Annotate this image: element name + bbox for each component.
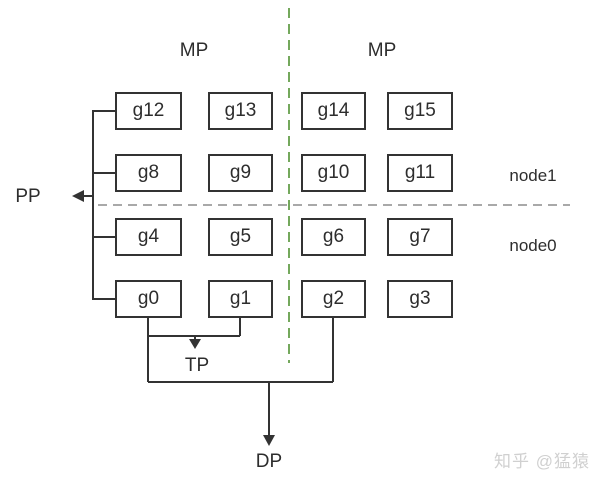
- gpu-box-g3: g3: [387, 280, 453, 318]
- gpu-box-g9: g9: [208, 154, 273, 192]
- gpu-box-g14: g14: [301, 92, 366, 130]
- gpu-box-g4: g4: [115, 218, 182, 256]
- gpu-box-g12: g12: [115, 92, 182, 130]
- gpu-box-g15: g15: [387, 92, 453, 130]
- dp-connector-line: [148, 318, 334, 383]
- mp-label-left: MP: [179, 40, 209, 61]
- gpu-box-g13: g13: [208, 92, 273, 130]
- pp-arrow-icon: [72, 190, 84, 202]
- tp-arrow-icon: [189, 339, 201, 349]
- gpu-box-g11: g11: [387, 154, 453, 192]
- gpu-box-g10: g10: [301, 154, 366, 192]
- gpu-box-g2: g2: [301, 280, 366, 318]
- gpu-box-g0: g0: [115, 280, 182, 318]
- gpu-box-g6: g6: [301, 218, 366, 256]
- gpu-box-g5: g5: [208, 218, 273, 256]
- gpu-box-g1: g1: [208, 280, 273, 318]
- pp-label: PP: [15, 186, 41, 207]
- dp-arrow-icon: [263, 435, 275, 446]
- dp-label: DP: [255, 451, 283, 472]
- mp-label-right: MP: [367, 40, 397, 61]
- gpu-box-g8: g8: [115, 154, 182, 192]
- pp-bracket-line: [92, 110, 115, 300]
- node0-label: node0: [509, 236, 557, 255]
- node1-label: node1: [509, 166, 557, 185]
- watermark: 知乎 @猛猿: [494, 452, 590, 471]
- gpu-box-g7: g7: [387, 218, 453, 256]
- tp-label: TP: [184, 355, 210, 376]
